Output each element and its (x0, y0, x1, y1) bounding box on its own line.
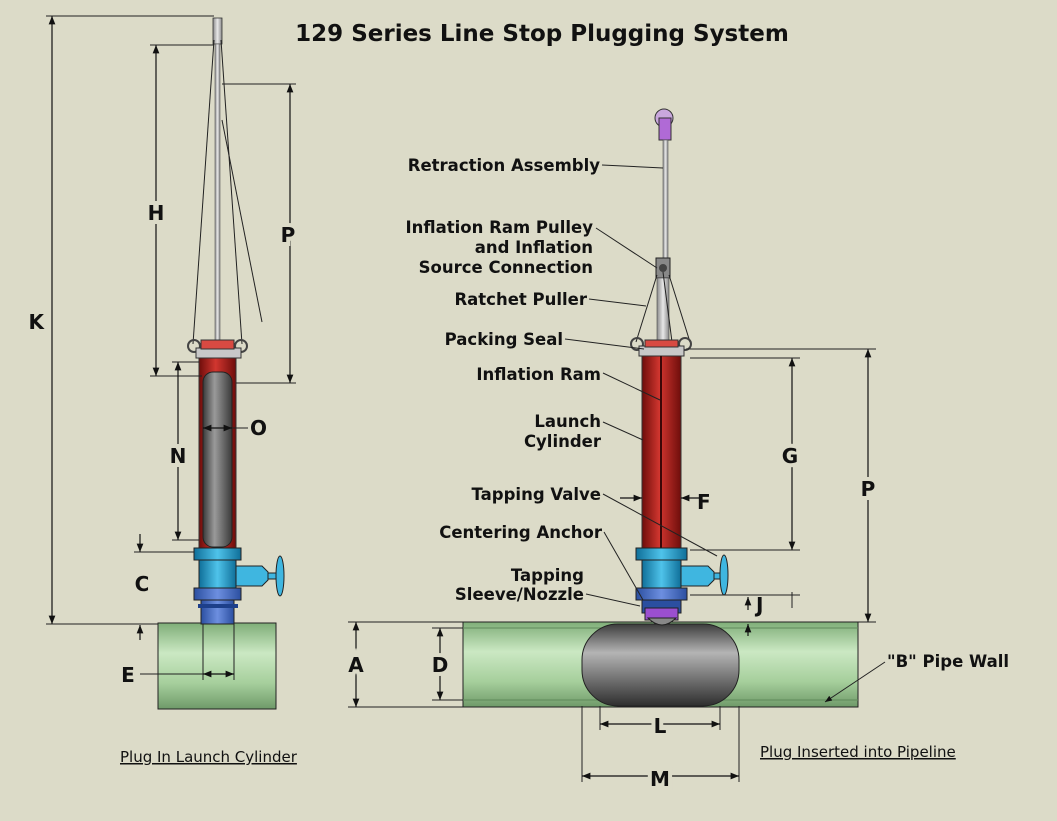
left-pipe (157, 622, 277, 710)
callout-inflation-pulley-1: Inflation Ram Pulley (406, 218, 594, 237)
left-retraction-rod (192, 17, 263, 345)
left-launch-cylinder (198, 357, 237, 552)
dim-n: N (170, 444, 187, 468)
dim-k: K (29, 310, 46, 334)
dim-p-right: P (861, 477, 876, 501)
dim-h: H (148, 201, 165, 225)
callout-tapping-valve: Tapping Valve (472, 485, 601, 504)
callout-retraction-assembly: Retraction Assembly (408, 156, 600, 175)
callout-launch-cylinder-2: Cylinder (524, 432, 602, 451)
dim-f: F (697, 490, 711, 514)
inflated-plug (581, 623, 740, 707)
callout-ratchet-puller: Ratchet Puller (454, 290, 587, 309)
caption-left: Plug In Launch Cylinder (120, 748, 298, 766)
left-view: K H P N O C E Plug In Launch Cylinder (29, 15, 299, 766)
dim-p-left: P (281, 223, 296, 247)
callout-tapping-sleeve-1: Tapping (511, 566, 584, 585)
callout-pipe-wall: "B" Pipe Wall (887, 652, 1009, 671)
dim-a: A (348, 653, 364, 677)
dim-e: E (121, 663, 135, 687)
right-retraction-assembly (635, 108, 691, 345)
dim-j: J (754, 593, 763, 617)
callout-tapping-sleeve-2: Sleeve/Nozzle (455, 585, 584, 604)
dim-c: C (135, 572, 150, 596)
dim-m: M (650, 767, 670, 791)
diagram-title: 129 Series Line Stop Plugging System (295, 21, 789, 47)
dim-l: L (654, 714, 667, 738)
left-tapping-valve (193, 547, 285, 625)
dim-o: O (250, 416, 267, 440)
dim-d: D (432, 653, 449, 677)
callout-inflation-pulley-3: Source Connection (419, 258, 593, 277)
dim-g: G (782, 444, 798, 468)
callout-packing-seal: Packing Seal (445, 330, 563, 349)
right-top-flange (630, 337, 692, 357)
callout-inflation-pulley-2: and Inflation (475, 238, 593, 257)
callout-inflation-ram: Inflation Ram (476, 365, 601, 384)
caption-right: Plug Inserted into Pipeline (760, 743, 956, 761)
callout-launch-cylinder-1: Launch (534, 412, 601, 431)
right-tapping-valve (635, 547, 729, 626)
callout-centering-anchor: Centering Anchor (439, 523, 603, 542)
right-view: Retraction Assembly Inflation Ram Pulley… (344, 108, 1009, 795)
